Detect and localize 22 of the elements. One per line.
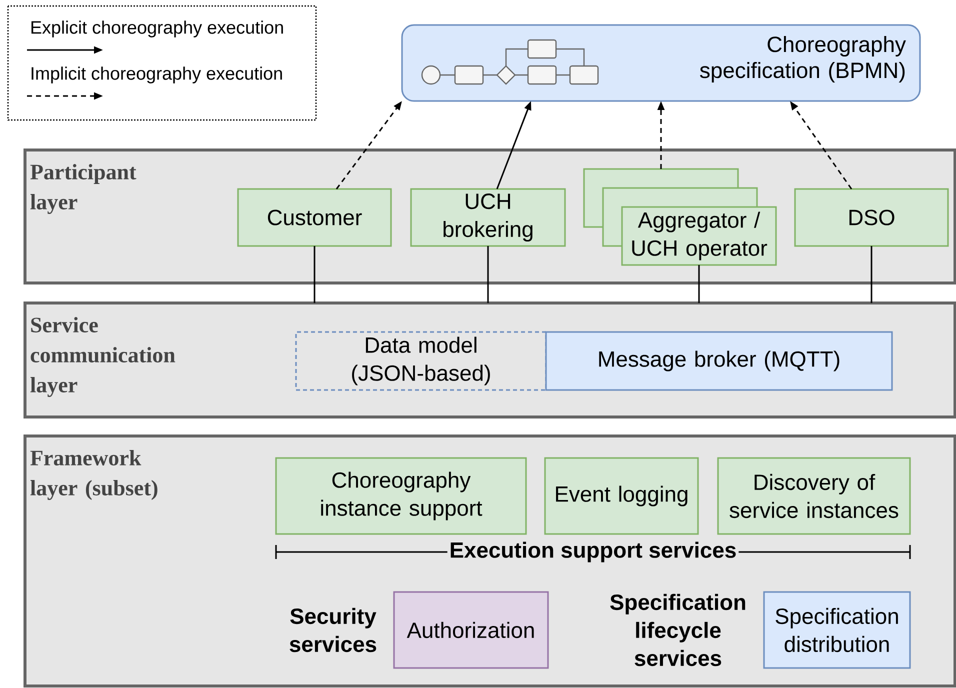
service-box: Choreography instance support [275,457,527,535]
legend-text: Explicit choreography execution [31,20,283,38]
node-label: UCH operator [632,240,768,260]
participant-box: Customer [237,188,392,247]
participant-box: DSO [794,188,949,247]
broker-box: Message broker (MQTT) [545,331,893,391]
connector-line [487,246,489,303]
participant-box: UCH brokering [410,188,566,247]
bold-label: Security services [290,608,376,652]
bold-label: Specification lifecycle services [610,594,746,666]
stacked-boxes: Aggregator / UCH operator [583,168,777,266]
service-box: Specification distribution [763,591,911,669]
bracket-label: Execution support services [447,542,739,562]
connector-line [870,246,872,303]
connector-line [698,265,700,303]
legend-text: Implicit choreography execution [32,66,282,84]
data-model-box: Data model (JSON-based) [295,331,547,391]
connector-line [314,246,316,303]
service-box: Discovery of service instances [717,457,911,535]
service-box: Authorization [393,591,549,669]
specification-box: Choreography specification (BPMN) [401,24,921,102]
service-box: Event logging [544,457,699,535]
